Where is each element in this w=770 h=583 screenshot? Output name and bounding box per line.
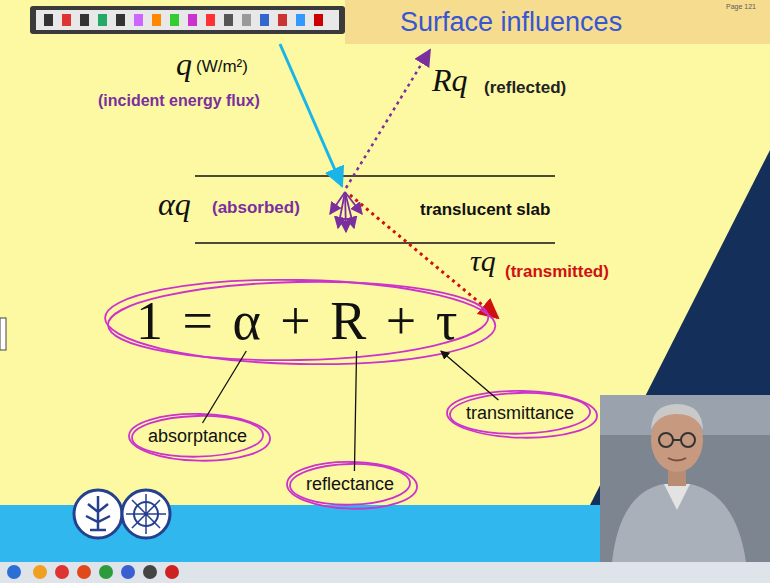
ray-label: (incident energy flux)	[98, 92, 260, 110]
title-band	[345, 0, 770, 44]
term-label: absorptance	[148, 426, 247, 447]
pen-scribble	[132, 415, 264, 458]
term-label: reflectance	[306, 474, 394, 495]
symbol-label: Rq	[432, 62, 468, 99]
balance-equation: 1 = α + R + τ	[136, 294, 460, 348]
term-label: transmittance	[466, 403, 574, 424]
taskbar	[0, 562, 770, 583]
pen-scribble	[450, 392, 591, 436]
pen-scribble	[129, 413, 271, 463]
absorbed-fan	[330, 192, 362, 232]
institute-logo	[74, 490, 170, 538]
unit-label: (W/m²)	[196, 57, 248, 77]
pen-scribble	[107, 278, 489, 364]
reflected-ray	[346, 50, 430, 188]
leader-line	[202, 351, 246, 423]
ray-label: (absorbed)	[212, 198, 300, 218]
side-tab	[0, 318, 6, 350]
pen-toolbar	[30, 6, 345, 34]
pen-scribble	[287, 461, 418, 510]
symbol-label: τq	[470, 244, 496, 279]
page-number: Page 121	[726, 3, 756, 11]
pen-scribble	[104, 276, 496, 368]
pen-scribble	[290, 463, 411, 506]
leader-line	[441, 351, 499, 400]
symbol-label: q	[176, 46, 192, 83]
pen-scribble	[447, 389, 598, 439]
ray-label: (transmitted)	[505, 262, 609, 282]
symbol-label: αq	[158, 186, 191, 223]
ray-label: (reflected)	[484, 78, 566, 98]
slide-title: Surface influences	[400, 7, 622, 38]
incident-ray	[280, 44, 342, 186]
slab-label: translucent slab	[420, 200, 550, 220]
leader-line	[354, 351, 356, 471]
presenter-video	[600, 395, 770, 562]
